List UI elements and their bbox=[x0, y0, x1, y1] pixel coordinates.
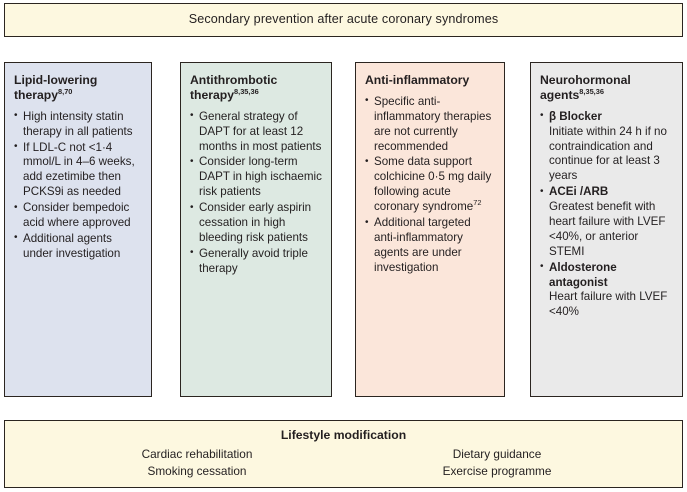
treatment-columns: Lipid-lowering therapy8,70 High intensit… bbox=[0, 62, 687, 397]
column-heading-references: 8,70 bbox=[58, 86, 73, 96]
column-heading-text: Antithrombotic therapy bbox=[190, 73, 278, 102]
lifestyle-item: Exercise programme bbox=[442, 463, 552, 478]
lifestyle-left-group: Cardiac rehabilitation Smoking cessation bbox=[97, 446, 297, 480]
column-heading-references: 8,35,36 bbox=[579, 86, 604, 96]
list-item: Specific anti-inflammatory therapies are… bbox=[365, 94, 495, 155]
list-item: Additional targeted anti-inflammatory ag… bbox=[365, 216, 495, 276]
lifestyle-title: Lifestyle modification bbox=[280, 428, 407, 442]
list-item-body: Heart failure with LVEF <40% bbox=[549, 290, 668, 319]
list-item: If LDL-C not <1·4 mmol/L in 4–6 weeks, a… bbox=[14, 140, 142, 201]
column-heading-text: Lipid-lowering therapy bbox=[14, 73, 98, 102]
list-item: General strategy of DAPT for at least 12… bbox=[190, 109, 322, 155]
list-item: Generally avoid triple therapy bbox=[190, 246, 322, 277]
list-item-label: ACEi /ARB bbox=[549, 185, 609, 199]
column-heading-neurohormonal: Neurohormonal agents8,35,36 bbox=[540, 73, 673, 103]
column-anti-inflammatory: Anti-inflammatory Specific anti-inflamma… bbox=[355, 62, 505, 397]
list-item: β Blocker Initiate within 24 h if no con… bbox=[540, 109, 673, 184]
list-item: ACEi /ARB Greatest benefit with heart fa… bbox=[540, 185, 673, 259]
column-heading-text: Neurohormonal agents bbox=[540, 73, 631, 102]
column-heading-anti-inflammatory: Anti-inflammatory bbox=[365, 73, 495, 88]
list-item-label: β Blocker bbox=[549, 109, 602, 123]
column-lipid-lowering-therapy: Lipid-lowering therapy8,70 High intensit… bbox=[4, 62, 152, 397]
column-heading-references: 8,35,36 bbox=[234, 86, 259, 96]
list-item-text: Some data support colchicine 0·5 mg dail… bbox=[374, 155, 492, 214]
list-item-label: Aldosterone antagonist bbox=[549, 260, 617, 289]
list-item-reference: 72 bbox=[473, 198, 482, 208]
bullet-list-neurohormonal: β Blocker Initiate within 24 h if no con… bbox=[540, 109, 673, 321]
list-item: Consider long-term DAPT in high ischaemi… bbox=[190, 155, 322, 200]
bullet-list-lipid-lowering: High intensity statin therapy in all pat… bbox=[14, 109, 142, 262]
list-item: High intensity statin therapy in all pat… bbox=[14, 109, 142, 140]
page-title: Secondary prevention after acute coronar… bbox=[188, 12, 499, 27]
bullet-list-antithrombotic: General strategy of DAPT for at least 12… bbox=[190, 109, 322, 277]
column-heading-text: Anti-inflammatory bbox=[365, 73, 470, 87]
list-item: Additional agents under investigation bbox=[14, 231, 142, 262]
list-item: Consider bempedoic acid where approved bbox=[14, 201, 142, 231]
lifestyle-item: Smoking cessation bbox=[147, 463, 247, 478]
lifestyle-item: Cardiac rehabilitation bbox=[141, 447, 253, 461]
list-item: Consider early aspirin cessation in high… bbox=[190, 201, 322, 246]
column-neurohormonal-agents: Neurohormonal agents8,35,36 β Blocker In… bbox=[530, 62, 683, 397]
bullet-list-anti-inflammatory: Specific anti-inflammatory therapies are… bbox=[365, 94, 495, 276]
list-item: Some data support colchicine 0·5 mg dail… bbox=[365, 155, 495, 215]
column-heading-antithrombotic: Antithrombotic therapy8,35,36 bbox=[190, 73, 322, 103]
list-item-body: Initiate within 24 h if no contraindicat… bbox=[549, 124, 667, 183]
column-heading-lipid-lowering: Lipid-lowering therapy8,70 bbox=[14, 73, 142, 103]
list-item: Aldosterone antagonist Heart failure wit… bbox=[540, 260, 673, 321]
header-banner: Secondary prevention after acute coronar… bbox=[4, 3, 683, 37]
lifestyle-modification-banner: Lifestyle modification Cardiac rehabilit… bbox=[4, 420, 683, 488]
list-item-body: Greatest benefit with heart failure with… bbox=[549, 200, 666, 258]
lifestyle-item: Dietary guidance bbox=[452, 447, 542, 461]
lifestyle-right-group: Dietary guidance Exercise programme bbox=[397, 446, 597, 480]
column-antithrombotic-therapy: Antithrombotic therapy8,35,36 General st… bbox=[180, 62, 332, 397]
